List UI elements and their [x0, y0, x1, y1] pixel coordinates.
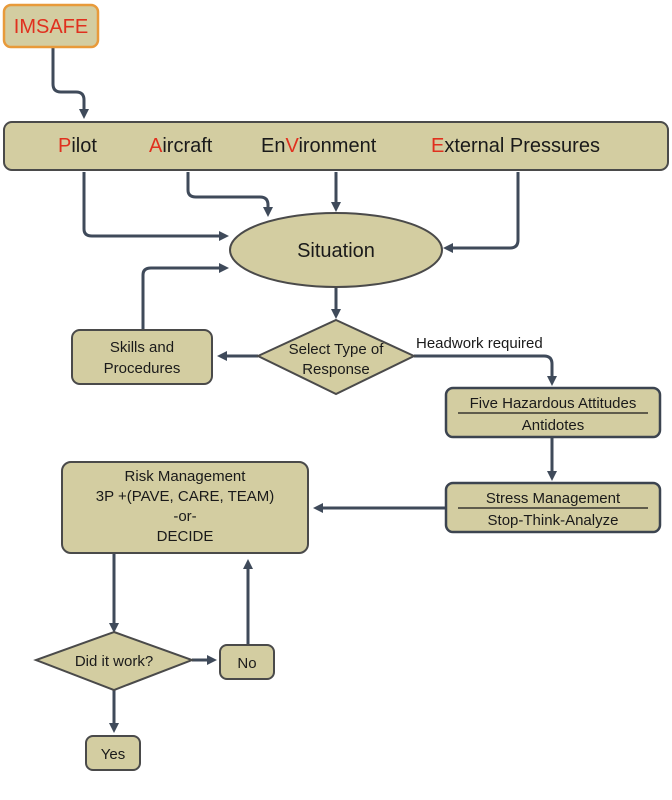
- risk-line-2: 3P +(PAVE, CARE, TEAM): [96, 488, 275, 505]
- hazardous-bottom-label: Antidotes: [522, 417, 585, 434]
- imsafe-node: IMSAFE: [2, 3, 100, 49]
- select-response-line-1: Select Type of: [289, 341, 385, 358]
- stress-management-node: Stress Management Stop-Think-Analyze: [444, 481, 662, 534]
- risk-management-node: Risk Management 3P +(PAVE, CARE, TEAM) -…: [61, 461, 309, 554]
- no-label: No: [237, 655, 256, 672]
- imsafe-label: IMSAFE: [14, 16, 88, 38]
- pave-aircraft-label: Aircraft: [149, 135, 213, 157]
- hazardous-top-label: Five Hazardous Attitudes: [470, 395, 637, 412]
- risk-line-4: DECIDE: [157, 528, 214, 545]
- risk-line-3: -or-: [173, 508, 196, 525]
- edge-external-to-situation: [443, 172, 520, 253]
- pave-external-label: External Pressures: [431, 135, 600, 157]
- hazardous-attitudes-node: Five Hazardous Attitudes Antidotes: [444, 386, 662, 439]
- no-node: No: [219, 644, 275, 680]
- yes-node: Yes: [85, 735, 141, 771]
- edge-imsafe-to-pave: [51, 47, 89, 119]
- edge-pilot-to-situation: [82, 172, 229, 241]
- situation-label: Situation: [297, 240, 375, 262]
- risk-line-1: Risk Management: [125, 468, 247, 485]
- edge-select-to-hazardous: [414, 354, 557, 386]
- yes-label: Yes: [101, 746, 125, 763]
- skills-line-1: Skills and: [110, 339, 174, 356]
- pave-environment-label: EnVironment: [261, 135, 377, 157]
- situation-node: Situation: [229, 212, 443, 288]
- edge-skills-to-situation: [141, 263, 229, 330]
- skills-line-2: Procedures: [104, 360, 181, 377]
- headwork-required-label: Headwork required: [416, 335, 543, 352]
- connectors: [51, 47, 557, 733]
- did-it-work-label: Did it work?: [75, 653, 153, 670]
- skills-procedures-node: Skills and Procedures: [71, 329, 213, 385]
- did-it-work-node: Did it work?: [33, 630, 195, 692]
- pave-pilot-label: Pilot: [58, 135, 97, 157]
- stress-top-label: Stress Management: [486, 490, 621, 507]
- stress-bottom-label: Stop-Think-Analyze: [488, 512, 619, 529]
- pave-bar: Pilot Aircraft EnVironment External Pres…: [3, 121, 669, 171]
- select-response-line-2: Response: [302, 361, 370, 378]
- edge-aircraft-to-situation: [186, 172, 273, 217]
- select-response-node: Select Type of Response: [255, 318, 417, 396]
